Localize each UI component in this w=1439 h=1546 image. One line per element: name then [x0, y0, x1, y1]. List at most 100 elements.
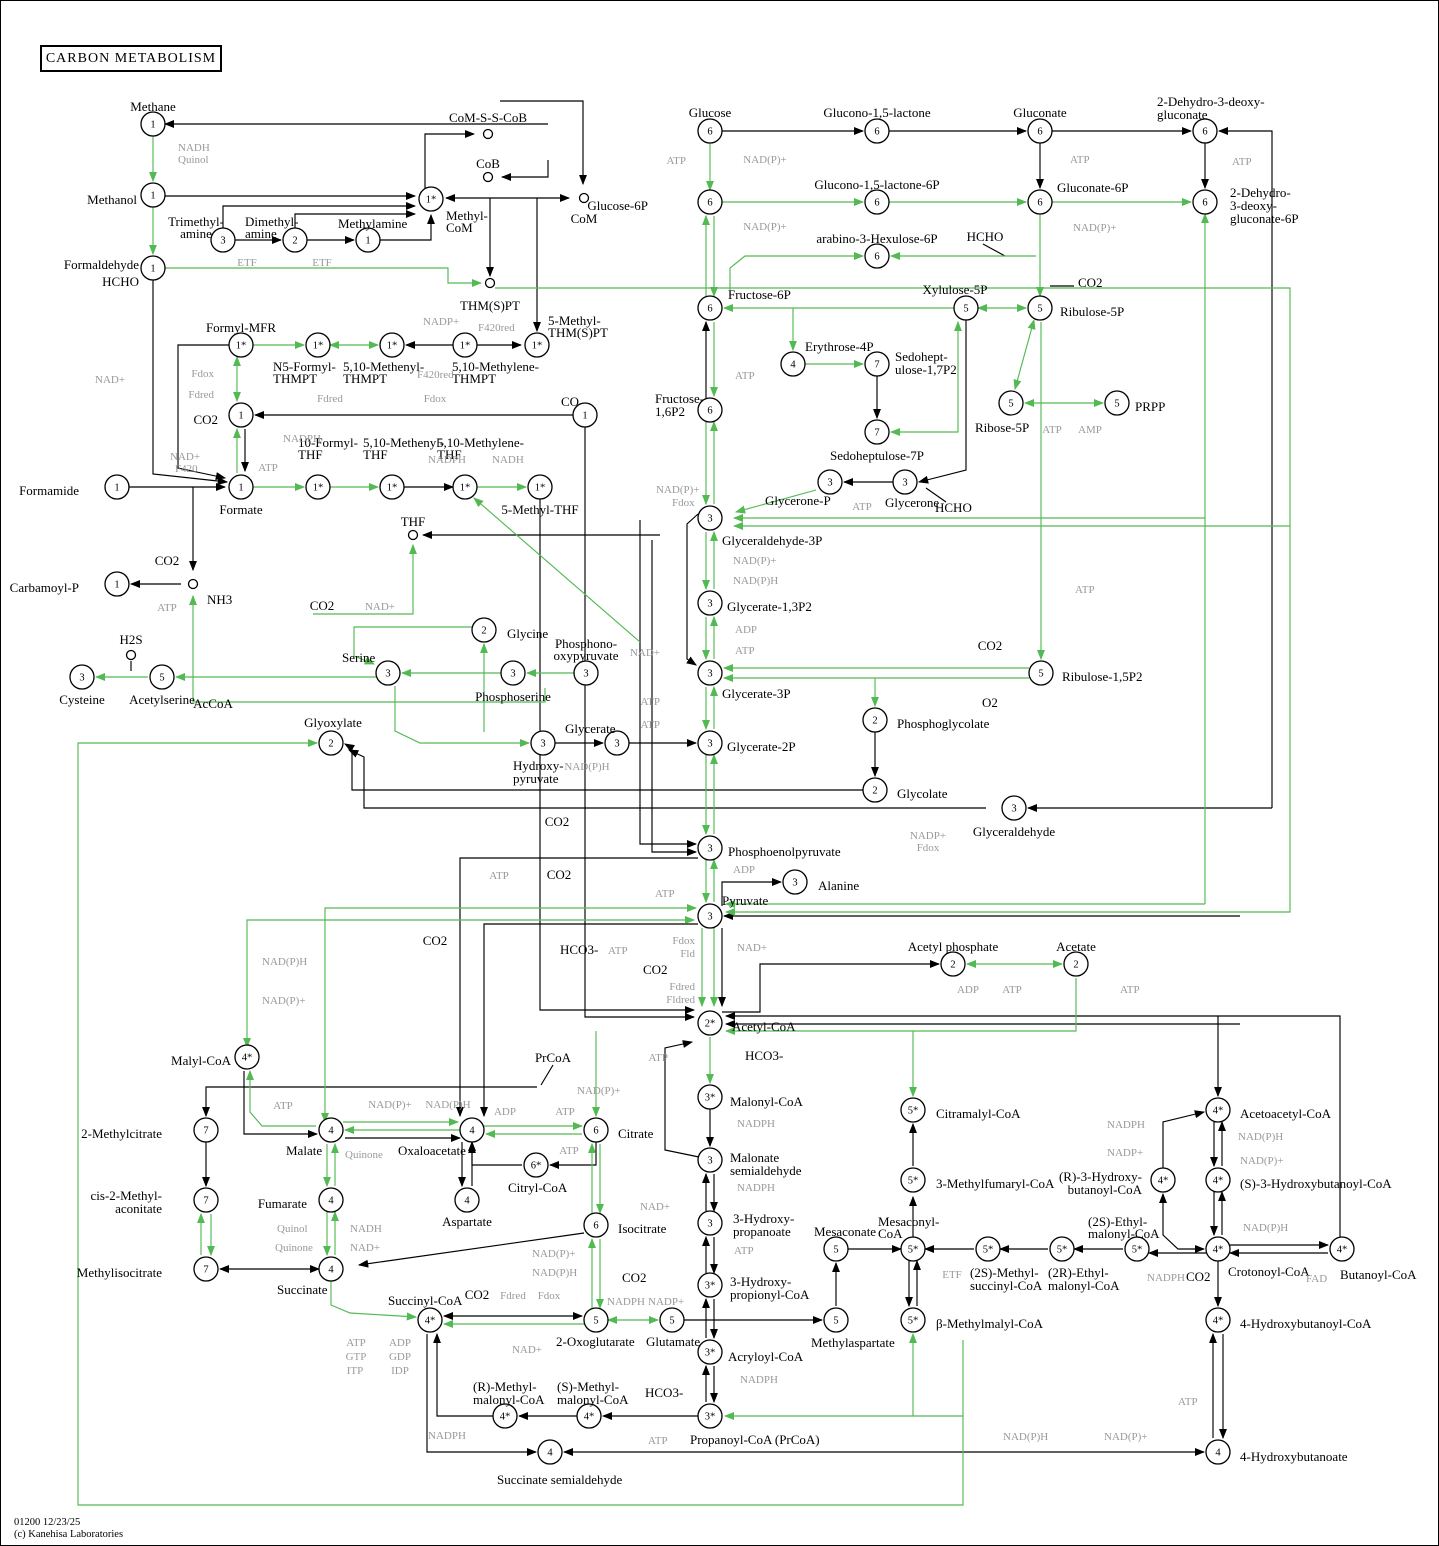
enzyme-node[interactable] — [823, 1236, 849, 1262]
enzyme-node[interactable] — [1150, 1167, 1176, 1193]
enzyme-node[interactable] — [318, 1117, 344, 1143]
enzyme-node[interactable] — [1027, 189, 1053, 215]
enzyme-node[interactable] — [583, 1212, 609, 1238]
enzyme-node[interactable] — [940, 951, 966, 977]
enzyme-node[interactable] — [69, 664, 95, 690]
enzyme-node[interactable] — [697, 1339, 723, 1365]
enzyme-node[interactable] — [1063, 951, 1089, 977]
enzyme-node[interactable] — [537, 1439, 563, 1465]
enzyme-node[interactable] — [527, 474, 553, 500]
enzyme-node[interactable] — [1205, 1097, 1231, 1123]
enzyme-node[interactable] — [864, 118, 890, 144]
enzyme-node[interactable] — [1124, 1236, 1150, 1262]
enzyme-node[interactable] — [1192, 118, 1218, 144]
enzyme-node[interactable] — [318, 1187, 344, 1213]
enzyme-node[interactable] — [697, 835, 723, 861]
enzyme-node[interactable] — [149, 664, 175, 690]
enzyme-node[interactable] — [228, 474, 254, 500]
enzyme-node[interactable] — [780, 351, 806, 377]
enzyme-node[interactable] — [697, 730, 723, 756]
enzyme-node[interactable] — [282, 227, 308, 253]
enzyme-node[interactable] — [318, 730, 344, 756]
enzyme-node[interactable] — [417, 1307, 443, 1333]
enzyme-node[interactable] — [900, 1236, 926, 1262]
compound-node[interactable] — [125, 649, 137, 661]
compound-node[interactable] — [407, 529, 419, 541]
enzyme-node[interactable] — [697, 590, 723, 616]
enzyme-node[interactable] — [193, 1117, 219, 1143]
enzyme-node[interactable] — [975, 1236, 1001, 1262]
enzyme-node[interactable] — [1027, 295, 1053, 321]
enzyme-node[interactable] — [697, 505, 723, 531]
enzyme-node[interactable] — [864, 419, 890, 445]
enzyme-node[interactable] — [697, 1403, 723, 1429]
enzyme-node[interactable] — [492, 1403, 518, 1429]
enzyme-node[interactable] — [864, 351, 890, 377]
enzyme-node[interactable] — [823, 1307, 849, 1333]
enzyme-node[interactable] — [379, 474, 405, 500]
enzyme-node[interactable] — [697, 1210, 723, 1236]
enzyme-node[interactable] — [697, 660, 723, 686]
enzyme-node[interactable] — [697, 1147, 723, 1173]
enzyme-node[interactable] — [140, 182, 166, 208]
enzyme-node[interactable] — [140, 111, 166, 137]
enzyme-node[interactable] — [104, 571, 130, 597]
enzyme-node[interactable] — [583, 1307, 609, 1333]
enzyme-node[interactable] — [697, 189, 723, 215]
enzyme-node[interactable] — [452, 474, 478, 500]
enzyme-node[interactable] — [697, 903, 723, 929]
enzyme-node[interactable] — [576, 1403, 602, 1429]
compound-node[interactable] — [187, 578, 199, 590]
enzyme-node[interactable] — [817, 469, 843, 495]
enzyme-node[interactable] — [452, 332, 478, 358]
enzyme-node[interactable] — [234, 1044, 260, 1070]
enzyme-node[interactable] — [355, 227, 381, 253]
enzyme-node[interactable] — [1329, 1236, 1355, 1262]
enzyme-node[interactable] — [573, 660, 599, 686]
enzyme-node[interactable] — [459, 1117, 485, 1143]
enzyme-node[interactable] — [1104, 390, 1130, 416]
enzyme-node[interactable] — [1205, 1439, 1231, 1465]
enzyme-node[interactable] — [1205, 1167, 1231, 1193]
enzyme-node[interactable] — [900, 1307, 926, 1333]
enzyme-node[interactable] — [228, 402, 254, 428]
enzyme-node[interactable] — [604, 730, 630, 756]
enzyme-node[interactable] — [140, 255, 166, 281]
enzyme-node[interactable] — [1192, 189, 1218, 215]
enzyme-node[interactable] — [862, 707, 888, 733]
enzyme-node[interactable] — [524, 332, 550, 358]
enzyme-node[interactable] — [864, 243, 890, 269]
enzyme-node[interactable] — [1205, 1236, 1231, 1262]
compound-node[interactable] — [482, 128, 494, 140]
enzyme-node[interactable] — [697, 1084, 723, 1110]
enzyme-node[interactable] — [375, 660, 401, 686]
enzyme-node[interactable] — [523, 1152, 549, 1178]
enzyme-node[interactable] — [318, 1256, 344, 1282]
enzyme-node[interactable] — [697, 1010, 723, 1036]
enzyme-node[interactable] — [998, 390, 1024, 416]
enzyme-node[interactable] — [1049, 1236, 1075, 1262]
enzyme-node[interactable] — [1001, 795, 1027, 821]
enzyme-node[interactable] — [862, 777, 888, 803]
enzyme-node[interactable] — [193, 1256, 219, 1282]
enzyme-node[interactable] — [572, 402, 598, 428]
enzyme-node[interactable] — [530, 730, 556, 756]
enzyme-node[interactable] — [500, 660, 526, 686]
enzyme-node[interactable] — [697, 118, 723, 144]
enzyme-node[interactable] — [471, 617, 497, 643]
enzyme-node[interactable] — [418, 186, 444, 212]
enzyme-node[interactable] — [900, 1167, 926, 1193]
enzyme-node[interactable] — [583, 1117, 609, 1143]
enzyme-node[interactable] — [104, 474, 130, 500]
enzyme-node[interactable] — [953, 295, 979, 321]
enzyme-node[interactable] — [1028, 660, 1054, 686]
enzyme-node[interactable] — [892, 469, 918, 495]
enzyme-node[interactable] — [697, 1272, 723, 1298]
enzyme-node[interactable] — [864, 189, 890, 215]
enzyme-node[interactable] — [1205, 1307, 1231, 1333]
enzyme-node[interactable] — [1027, 118, 1053, 144]
enzyme-node[interactable] — [228, 332, 254, 358]
enzyme-node[interactable] — [697, 295, 723, 321]
compound-node[interactable] — [482, 171, 494, 183]
enzyme-node[interactable] — [697, 397, 723, 423]
